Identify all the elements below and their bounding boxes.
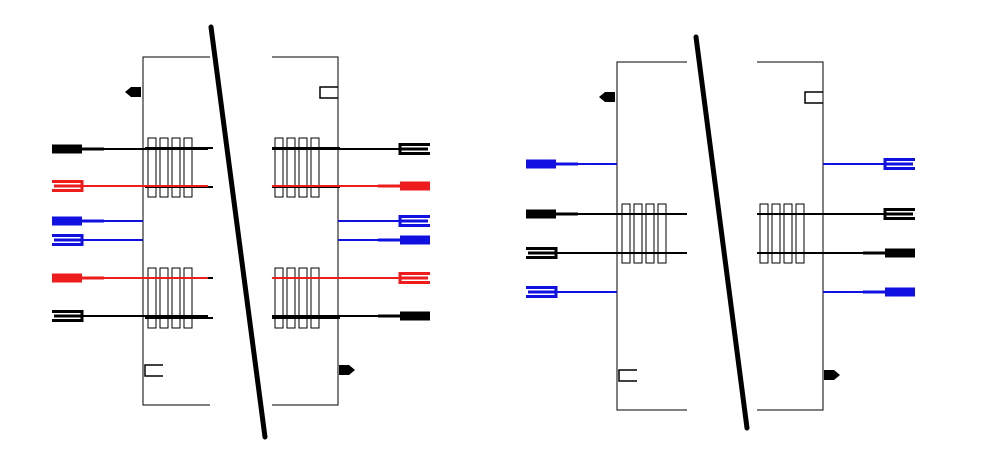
connector-male: [526, 209, 578, 219]
cut-line: [208, 24, 268, 440]
connector-male: [378, 181, 430, 191]
connector-body: [526, 209, 556, 219]
track-tie: [147, 137, 157, 198]
left-block: [142, 56, 210, 406]
connector-female: [398, 272, 430, 284]
cut-line: [693, 34, 750, 431]
track-tie: [759, 203, 769, 264]
track-tie: [159, 267, 169, 329]
connector-female: [398, 143, 430, 155]
connector-male: [378, 235, 430, 245]
connector-male: [52, 144, 104, 154]
track-tie: [274, 267, 284, 329]
track-tie: [274, 137, 284, 198]
connector-body: [885, 248, 915, 258]
track-tie: [286, 267, 296, 329]
open-slot-icon: [319, 86, 338, 99]
track-section: [145, 137, 213, 198]
pentagon-pointer-icon: [599, 92, 615, 102]
track-tie: [771, 203, 781, 264]
connector-female: [52, 180, 84, 192]
track-tie: [286, 137, 296, 198]
track-section: [619, 203, 687, 264]
left-block: [616, 61, 687, 411]
connector-female: [398, 215, 430, 227]
track-tie: [171, 267, 181, 329]
track-tie: [783, 203, 793, 264]
connector-body: [52, 144, 82, 154]
right-panel: [526, 34, 915, 431]
connector-female: [52, 310, 84, 322]
connector-male: [52, 273, 104, 283]
track-tie: [657, 203, 667, 264]
track-tie: [310, 137, 320, 198]
connector-female: [526, 286, 558, 298]
connector-body: [526, 159, 556, 169]
connector-male: [378, 311, 430, 321]
track-section: [272, 137, 340, 198]
track-tie: [183, 267, 193, 329]
pentagon-pointer-icon: [824, 370, 840, 380]
track-tie: [621, 203, 631, 264]
connector-body: [885, 287, 915, 297]
track-tie: [159, 137, 169, 198]
track-tie: [147, 267, 157, 329]
connector-body: [52, 216, 82, 226]
left-panel: [52, 24, 430, 440]
connector-female: [883, 158, 915, 170]
track-tie: [183, 137, 193, 198]
track-tie: [298, 137, 308, 198]
track-tie: [171, 137, 181, 198]
connector-female: [526, 247, 558, 259]
connector-female: [52, 234, 84, 246]
track-tie: [645, 203, 655, 264]
connector-male: [863, 248, 915, 258]
track-tie: [310, 267, 320, 329]
track-tie: [298, 267, 308, 329]
open-slot-icon: [618, 369, 637, 382]
connector-male: [863, 287, 915, 297]
right-block: [757, 61, 824, 411]
connector-body: [400, 235, 430, 245]
connector-body: [400, 181, 430, 191]
track-section: [757, 203, 825, 264]
connector-female: [883, 208, 915, 220]
pentagon-pointer-icon: [339, 365, 355, 375]
open-slot-icon: [804, 91, 823, 104]
open-slot-icon: [144, 364, 163, 377]
connector-body: [52, 273, 82, 283]
connector-male: [526, 159, 578, 169]
connector-body: [400, 311, 430, 321]
pentagon-pointer-icon: [125, 87, 141, 97]
track-tie: [633, 203, 643, 264]
right-block: [272, 56, 339, 406]
track-tie: [795, 203, 805, 264]
connector-male: [52, 216, 104, 226]
